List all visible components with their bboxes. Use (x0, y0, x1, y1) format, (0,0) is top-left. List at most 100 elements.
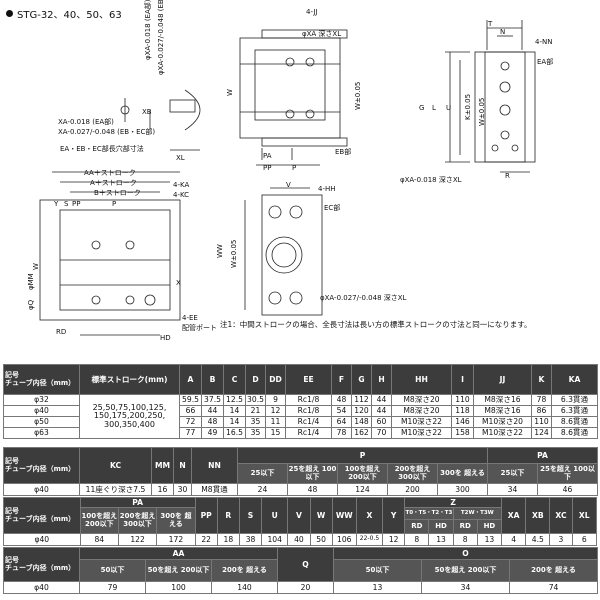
side-view-body (39, 199, 181, 321)
u-cell: 104 (261, 533, 289, 546)
label-eb: EB部 (335, 147, 351, 156)
n-cell: 30 (173, 483, 192, 496)
col-xa: XA (501, 497, 527, 534)
aa-cell: 140 (210, 581, 279, 594)
table-row: φ40 79 100 140 20 13 34 74 (3, 581, 599, 594)
o-cell: 13 (333, 581, 423, 594)
col-z: Z (404, 497, 503, 508)
label-u: U (446, 104, 451, 112)
label-l: L (432, 104, 436, 112)
cell-k: 110 (531, 416, 552, 428)
y-cell: 12 (382, 533, 406, 546)
x-cell: 22-0.5 (355, 533, 384, 546)
label-g: G (419, 104, 424, 112)
label-slot-note: EA・EB・EC部長穴部寸法 (60, 144, 144, 153)
pa-sub-2: 25を超え 100以下 (537, 463, 599, 484)
cell-jj: M8深さ16 (473, 394, 532, 406)
label-b-stroke: B＋ストローク (94, 189, 141, 197)
xl-cell: 6 (571, 533, 598, 546)
col-f: F (331, 364, 352, 395)
pa3-sub-3: 300を 超える (156, 507, 196, 534)
cell-c: 14 (223, 405, 246, 417)
label-t: T (487, 20, 493, 28)
label-w005-top: W±0.05 (354, 82, 362, 110)
col-q: Q (277, 547, 335, 582)
label-w005-front: W±0.05 (230, 240, 238, 268)
cell-i: 158 (451, 427, 474, 439)
col-ka: KA (551, 364, 598, 395)
cell-a: 59.5 (179, 394, 202, 406)
cell-jj: M10深さ20 (473, 416, 532, 428)
cell-g: 148 (351, 416, 372, 428)
p-cell: 24 (237, 483, 288, 496)
label-nn: 4-NN (535, 38, 552, 46)
cell-f: 48 (331, 394, 352, 406)
dimension-table-1: 記号チューブ内径（mm） 標準ストローク(mm) A B C D DD EE F… (3, 364, 598, 439)
col-a: A (179, 364, 202, 395)
col-mm: MM (151, 447, 174, 484)
aa-sub-3: 200を 超える (210, 559, 279, 582)
cell-ee: Rc1/4 (285, 416, 332, 428)
col-xc: XC (549, 497, 573, 534)
cell-f: 64 (331, 416, 352, 428)
col-pa: PA (487, 447, 599, 464)
row-label-header-3: 記号チューブ内径（mm） (3, 497, 81, 534)
col-dd: DD (265, 364, 286, 395)
col-xl: XL (571, 497, 598, 534)
cell-hh: M8深さ20 (391, 394, 452, 406)
p-sub-3: 100を超え 200以下 (337, 463, 388, 484)
cell-c: 14 (223, 416, 246, 428)
cell-dd: 11 (265, 416, 286, 428)
label-ww: WW (216, 244, 224, 258)
xa-cell: 4 (501, 533, 527, 546)
label-r: R (505, 172, 510, 180)
cell-dd: 9 (265, 394, 286, 406)
label-ec: EC部 (324, 203, 340, 212)
bore-cell: φ40 (3, 483, 80, 496)
o-sub-2: 50を超え 200以下 (421, 559, 511, 582)
col-pa-3: PA (79, 497, 196, 508)
col-r: R (216, 497, 240, 534)
pa-cell: 34 (487, 483, 539, 496)
o-sub-3: 200を 超える (509, 559, 599, 582)
label-v: V (286, 181, 291, 189)
xb-cell: 4.5 (525, 533, 551, 546)
table-row: φ40 84 122 172 22 18 38 104 40 50 106 22… (3, 533, 598, 546)
ww-cell: 106 (331, 533, 357, 546)
pa3-sub-2: 200を超え 300以下 (117, 507, 158, 534)
label-xa-left2: XA-0.027/-0.048 (EB・EC部) (58, 127, 155, 136)
cell-b: 44 (201, 405, 224, 417)
label-phi-mm: φMM (27, 273, 35, 290)
col-p: P (236, 447, 489, 464)
cell-ee: Rc1/4 (285, 427, 332, 439)
col-nn: NN (191, 447, 238, 484)
cell-ka: 6.3貫通 (551, 394, 598, 406)
cell-hh: M10深さ22 (391, 416, 452, 428)
dimension-table-4: 記号チューブ内径（mm） AA Q O 50以下 50を超え 200以下 200… (3, 547, 599, 594)
bore-cell: φ40 (3, 405, 80, 417)
o-sub-1: 50以下 (333, 559, 423, 582)
label-x: X (176, 279, 181, 287)
col-w: W (309, 497, 333, 534)
cell-a: 66 (179, 405, 202, 417)
cell-dd: 15 (265, 427, 286, 439)
cell-i: 110 (451, 394, 474, 406)
cell-c: 16.5 (223, 427, 246, 439)
cell-b: 48 (201, 416, 224, 428)
footnote: 注1：中間ストロークの場合、全長寸法は長い方の標準ストロークの寸法と同一になりま… (220, 320, 532, 329)
label-p-side: P (112, 200, 116, 208)
label-xb: XB (142, 108, 152, 116)
col-hh: HH (391, 364, 452, 395)
label-phi-xa2: φXA-0.027/-0.048 深さXL (320, 293, 407, 302)
col-v: V (287, 497, 311, 534)
technical-drawing: 4-JJ φXA 深さXL W W±0.05 PA PP P EB部 φXA-0… (27, 0, 553, 340)
aa-cell: 79 (79, 581, 146, 594)
pa-cell: 84 (79, 533, 119, 546)
label-y: Y (53, 200, 59, 208)
bore-cell: φ40 (3, 533, 81, 546)
cell-g: 112 (351, 394, 372, 406)
pa-cell: 172 (156, 533, 196, 546)
